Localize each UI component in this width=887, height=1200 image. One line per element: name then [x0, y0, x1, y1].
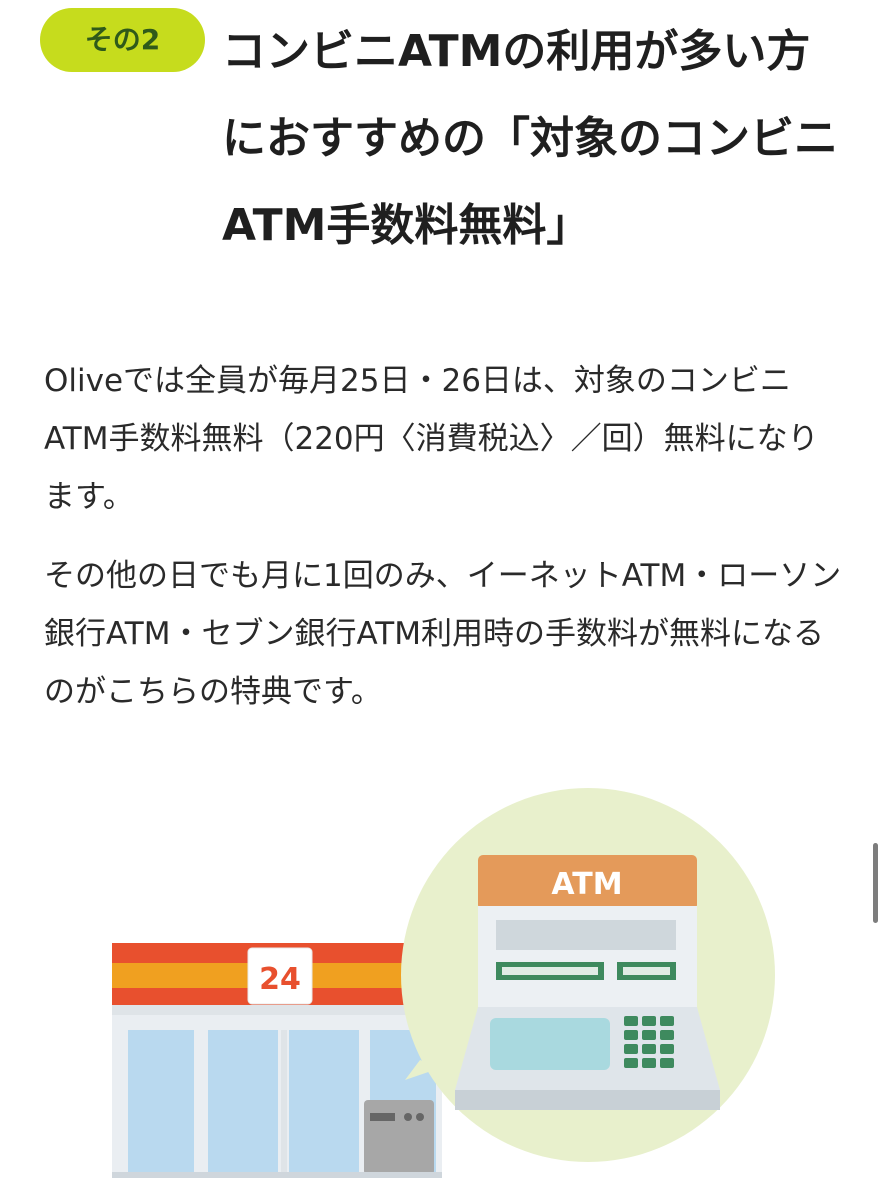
body-paragraph-1: Oliveでは全員が毎月25日・26日は、対象のコンビニATM手数料無料（220…: [44, 363, 819, 515]
section-title: コンビニATMの利用が多い方におすすめの「対象のコンビニATM手数料無料」: [222, 26, 838, 251]
atm-label: ATM: [551, 867, 622, 902]
convenience-store-icon: 24: [112, 943, 442, 1178]
body-paragraph-2: その他の日でも月に1回のみ、イーネットATM・ローソン銀行ATM・セブン銀行AT…: [44, 558, 842, 710]
convenience-store-atm-illustration: 24 ATM: [0, 780, 887, 1200]
store-sign-number: 24: [259, 962, 301, 997]
atm-machine-icon: ATM: [401, 788, 775, 1162]
section-number-badge: その2: [40, 8, 205, 72]
page-scrollbar[interactable]: [873, 843, 878, 923]
